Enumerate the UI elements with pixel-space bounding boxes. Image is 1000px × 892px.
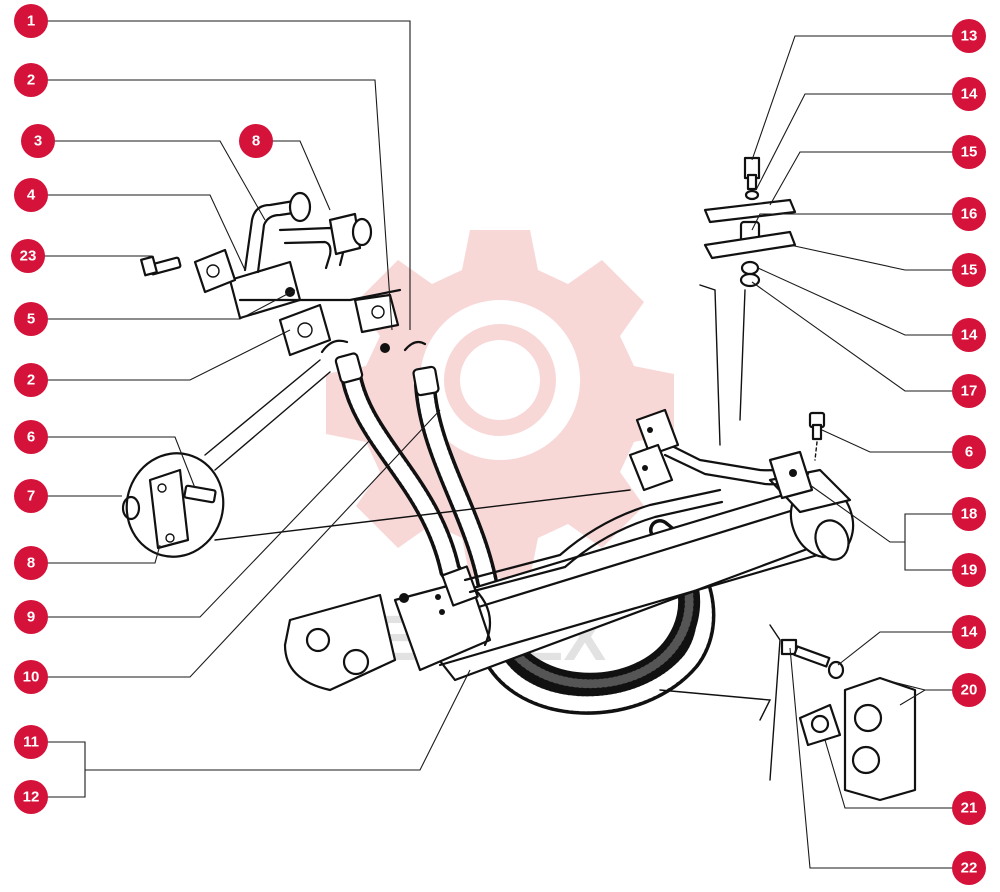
svg-text:9: 9	[27, 609, 35, 626]
callout-23: 23	[11, 239, 45, 273]
svg-text:14: 14	[961, 624, 978, 641]
svg-text:11: 11	[23, 734, 39, 751]
svg-text:20: 20	[961, 682, 978, 699]
svg-text:4: 4	[27, 187, 36, 204]
callout-6-left: 6	[14, 420, 48, 454]
svg-text:23: 23	[20, 248, 37, 265]
clamp-detail-bottom	[659, 624, 917, 802]
callout-2: 2	[14, 63, 48, 97]
flange-detail	[121, 452, 631, 558]
svg-text:3: 3	[34, 133, 42, 150]
callout-19: 19	[952, 553, 986, 587]
svg-text:13: 13	[961, 28, 978, 45]
callout-11: 11	[14, 725, 48, 759]
svg-text:8: 8	[252, 133, 260, 150]
clamp-detail-top	[699, 156, 797, 446]
svg-text:10: 10	[23, 669, 40, 686]
svg-text:15: 15	[961, 144, 978, 161]
valve-block-assembly	[140, 191, 402, 471]
callout-3: 3	[21, 124, 55, 158]
svg-text:2: 2	[27, 72, 35, 89]
callout-18: 18	[952, 497, 986, 531]
callout-10: 10	[14, 660, 48, 694]
callout-20: 20	[952, 673, 986, 707]
callout-15-lower: 15	[952, 253, 986, 287]
callout-12: 12	[14, 780, 48, 814]
svg-text:5: 5	[27, 311, 35, 328]
svg-text:14: 14	[961, 86, 978, 103]
callout-5: 5	[14, 302, 48, 336]
svg-text:15: 15	[961, 262, 978, 279]
callout-17: 17	[952, 374, 986, 408]
callout-14-mid: 14	[952, 318, 986, 352]
callout-22: 22	[952, 851, 986, 885]
callout-21: 21	[952, 791, 986, 825]
svg-text:1: 1	[27, 13, 35, 30]
svg-text:8: 8	[27, 555, 35, 572]
svg-text:21: 21	[961, 800, 978, 817]
callout-9: 9	[14, 600, 48, 634]
callout-15-top: 15	[952, 135, 986, 169]
leader-lines	[28, 20, 969, 869]
watermark-gear-logo	[326, 230, 674, 578]
svg-text:19: 19	[961, 562, 978, 579]
bolt-detail-right	[808, 411, 826, 461]
callout-14-top: 14	[952, 77, 986, 111]
svg-text:2: 2	[27, 372, 35, 389]
svg-text:18: 18	[961, 506, 978, 523]
svg-text:16: 16	[961, 206, 978, 223]
svg-text:17: 17	[961, 383, 978, 400]
svg-text:6: 6	[27, 429, 35, 446]
rigid-pipes	[463, 408, 814, 594]
svg-text:7: 7	[27, 488, 35, 505]
callout-1: 1	[14, 4, 48, 38]
svg-text:22: 22	[961, 860, 978, 877]
hydraulic-cylinder	[283, 468, 855, 692]
callout-2-lower: 2	[14, 363, 48, 397]
callout-16: 16	[952, 197, 986, 231]
svg-text:14: 14	[961, 327, 978, 344]
callout-8-top: 8	[239, 124, 273, 158]
callout-7: 7	[14, 479, 48, 513]
callout-6-right: 6	[952, 435, 986, 469]
callout-4: 4	[14, 178, 48, 212]
svg-text:6: 6	[965, 444, 973, 461]
callout-13: 13	[952, 19, 986, 53]
svg-text:12: 12	[23, 789, 40, 806]
callout-8-left: 8	[14, 546, 48, 580]
callout-14-bottom: 14	[952, 615, 986, 649]
